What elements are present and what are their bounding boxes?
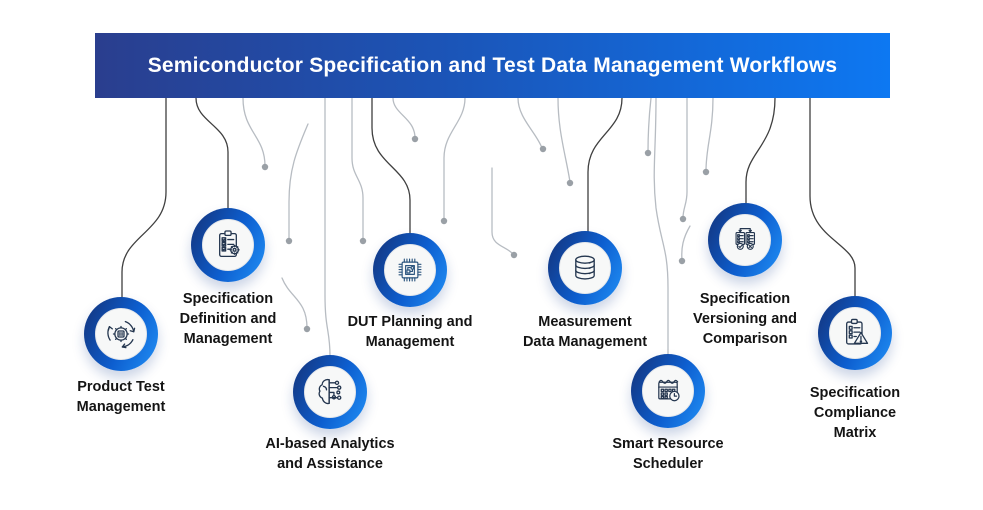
microchip-icon (398, 258, 422, 282)
decor-line (557, 97, 571, 183)
line-end-dot (359, 237, 367, 245)
process-cycle-gear-icon (107, 320, 136, 349)
database-icon (575, 255, 595, 280)
ai-brain-circuit-icon (318, 378, 342, 405)
connector-dut-planning (371, 97, 411, 235)
node-disc (719, 214, 771, 266)
connector-product-test (121, 97, 167, 299)
node-product-test-management (84, 297, 158, 371)
checklist-gear-icon (219, 230, 240, 258)
line-end-dot (678, 257, 686, 265)
decor-line (682, 97, 688, 219)
decor-line (705, 97, 714, 172)
node-dut-planning-and-management (373, 233, 447, 307)
node-disc (559, 242, 611, 294)
node-specification-versioning-and-comparison (708, 203, 782, 277)
decor-line (647, 97, 652, 153)
node-label-dut-planning-and-management: DUT Planning and Management (347, 314, 473, 350)
line-end-dot (539, 145, 547, 153)
line-end-dot (702, 168, 710, 176)
node-label-smart-resource-scheduler: Smart Resource Scheduler (612, 436, 724, 472)
decor-line (392, 97, 416, 139)
node-disc (384, 244, 436, 296)
node-disc (202, 219, 254, 271)
connector-spec-versioning (745, 97, 776, 205)
clipboard-warning-icon (846, 318, 869, 345)
node-label-measurement-data-management: Measurement Data Management (522, 314, 648, 350)
decor-line (443, 97, 466, 221)
decor-line (351, 97, 364, 241)
calendar-clock-icon (658, 379, 680, 402)
node-specification-compliance-matrix (818, 296, 892, 370)
node-label-specification-versioning-and-comparison: Specification Versioning and Comparison (693, 291, 797, 347)
node-measurement-data-management (548, 231, 622, 305)
line-end-dot (285, 237, 293, 245)
decor-line (242, 97, 266, 167)
node-disc (95, 308, 147, 360)
node-smart-resource-scheduler (631, 354, 705, 428)
connector-spec-compliance (809, 97, 856, 298)
node-label-product-test-management: Product Test Management (76, 379, 166, 415)
node-disc (829, 307, 881, 359)
line-end-dot (440, 217, 448, 225)
line-end-dot (261, 163, 269, 171)
node-label-specification-definition-and-management: Specification Definition and Management (179, 291, 277, 347)
connector-spec-definition (195, 97, 229, 210)
page-title: Semiconductor Specification and Test Dat… (147, 53, 838, 77)
decor-line (517, 97, 543, 149)
node-label-ai-based-analytics-and-assistance: AI-based Analytics and Assistance (265, 436, 395, 472)
node-label-specification-compliance-matrix: Specification Compliance Matrix (809, 385, 901, 441)
document-compare-icon (735, 228, 756, 250)
line-end-dot (510, 251, 518, 259)
node-specification-definition-and-management (191, 208, 265, 282)
node-disc (304, 366, 356, 418)
header-banner: Semiconductor Specification and Test Dat… (95, 33, 890, 98)
decor-line (288, 123, 309, 241)
decor-line (491, 167, 514, 255)
connector-measurement-data (587, 97, 623, 233)
line-end-dot (411, 135, 419, 143)
line-end-dot (679, 215, 687, 223)
line-end-dot (644, 149, 652, 157)
line-end-dot (566, 179, 574, 187)
node-ai-based-analytics-and-assistance (293, 355, 367, 429)
node-disc (642, 365, 694, 417)
decor-line (681, 225, 691, 261)
